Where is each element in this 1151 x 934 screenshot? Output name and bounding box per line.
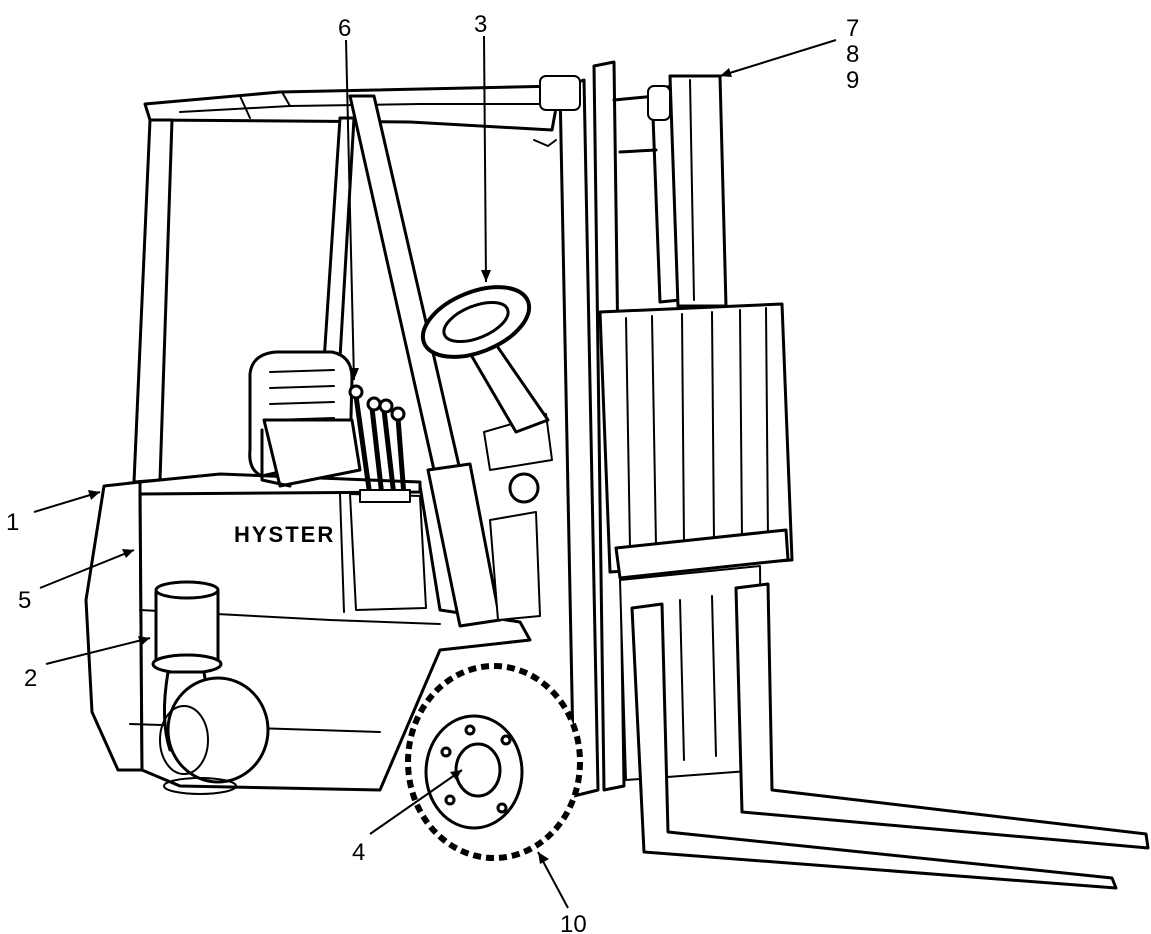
front-wheel bbox=[405, 663, 583, 861]
leader-lines bbox=[33, 35, 837, 909]
control-levers bbox=[348, 384, 411, 503]
callout-4: 4 bbox=[352, 839, 365, 866]
callout-8: 8 bbox=[846, 41, 859, 68]
steering-assembly bbox=[420, 285, 550, 434]
callout-3: 3 bbox=[474, 11, 487, 38]
load-backrest bbox=[598, 302, 794, 781]
rear-wheel bbox=[159, 676, 270, 795]
callout-2: 2 bbox=[24, 665, 37, 692]
forks bbox=[630, 582, 1150, 890]
callout-5: 5 bbox=[18, 587, 31, 614]
brand-decal: HYSTER bbox=[234, 522, 335, 547]
callout-7: 7 bbox=[846, 15, 859, 42]
mast-assembly bbox=[533, 60, 728, 798]
callout-10: 10 bbox=[560, 911, 587, 934]
callout-labels: 1 2 3 4 5 6 7 8 9 10 bbox=[6, 11, 859, 934]
callout-1: 1 bbox=[6, 509, 19, 536]
overhead-guard bbox=[132, 84, 562, 484]
callout-6: 6 bbox=[338, 15, 351, 42]
operator-seat bbox=[248, 350, 362, 488]
callout-9: 9 bbox=[846, 67, 859, 94]
